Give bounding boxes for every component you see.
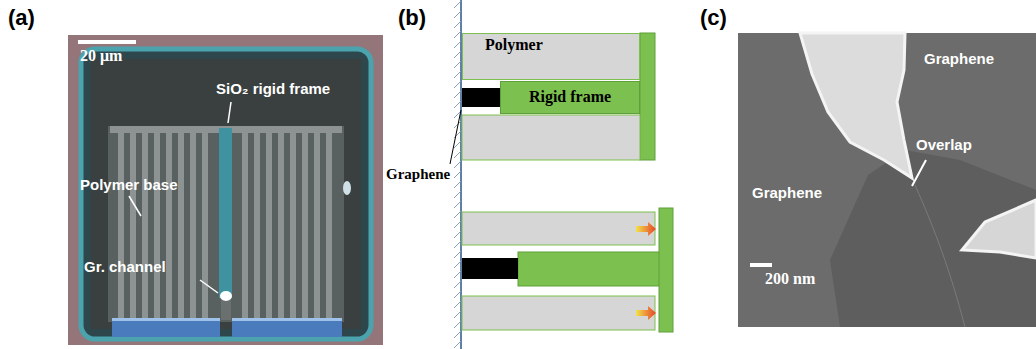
scale-label: 200 nm [765,270,815,288]
polymer-beam [202,133,208,320]
panel-letter: (a) [8,5,35,30]
scale-label: 20 μm [80,47,122,65]
glare [343,181,351,195]
bare-substrate [962,200,1036,258]
polymer-beam [154,133,160,320]
graphene-strip-stretched [462,258,518,279]
polymer-beam [166,133,172,320]
sem-background [738,33,1036,327]
node-text: Polymer [485,36,543,54]
leader-line [129,196,141,216]
polymer-beam [130,133,136,320]
polymer-beam [314,133,320,320]
graphene-channel-spot [220,291,232,301]
pad-edge [112,318,220,321]
scale-bar [750,263,772,267]
polymer-layer [462,115,640,160]
polymer-beam [302,133,308,320]
scale-bar [78,40,136,44]
graphene-strip [462,88,500,107]
green-end-strip [659,208,673,332]
rigid-frame: Rigid frame [500,81,640,114]
contact-pad [112,318,220,337]
leader-line [228,102,231,123]
chip-frame [81,49,371,339]
polymer-layer [462,212,655,245]
shift-arrow [636,306,656,320]
wall-hatching [454,1,461,348]
part-label: SiO₂ rigid frame [216,80,330,97]
leader-line [200,280,218,293]
polymer-beam [326,133,332,320]
polymer-beam [266,133,272,320]
part-label: Graphene [924,50,994,67]
part-label: Graphene [386,166,450,183]
polymer-beam [190,133,196,320]
pad-edge [232,318,342,321]
polymer-beam [142,133,148,320]
wrinkle [915,185,965,327]
part-label: Gr. channel [84,258,166,275]
polymer-beam [178,133,184,320]
chip-interior [91,59,361,329]
polymer-layer: Polymer [462,33,640,80]
shift-arrow [636,222,656,236]
panel-letter: (b) [398,5,426,30]
leader-line [450,110,461,164]
rigid-frame-shifted [518,252,660,286]
micrograph-background [68,35,383,345]
contact-pad [232,318,342,337]
node-text: Rigid frame [529,88,611,106]
overlap-region [830,150,1036,327]
bare-substrate [800,33,912,178]
hatch-lines [454,1,461,348]
leader-line [912,160,926,186]
polymer-layer [462,296,655,330]
polymer-beam [242,133,248,320]
panel-letter: (c) [700,5,727,30]
polymer-beam [278,133,284,320]
channel-gap [221,300,231,320]
polymer-beam [118,133,124,320]
rigid-frame-bar [219,128,232,298]
polymer-region [108,126,344,322]
polymer-beam [254,133,260,320]
part-label: Overlap [916,136,972,153]
green-end-strip [640,33,655,160]
part-label: Graphene [752,184,822,201]
polymer-beam [290,133,296,320]
part-label: Polymer base [80,176,178,193]
